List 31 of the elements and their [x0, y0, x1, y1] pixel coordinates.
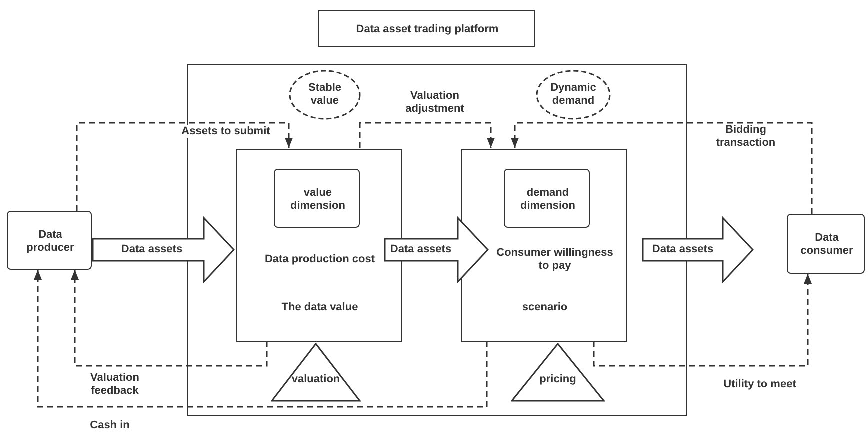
- dashed-arrow: [359, 122, 495, 148]
- triangle-shape: [511, 343, 605, 402]
- dashed-ellipse: [536, 70, 611, 120]
- dashed-arrow: [76, 122, 293, 211]
- dashed-arrow: [593, 274, 812, 367]
- node-text: pricing: [538, 374, 578, 386]
- node-text: Dynamic demand: [550, 82, 598, 108]
- triangle-shape: [271, 343, 361, 402]
- edge-label: Utility to meet: [722, 378, 798, 392]
- entity-box: [274, 169, 360, 228]
- node-text: Consumer willingness to pay: [496, 247, 614, 273]
- edge-label: Assets to submit: [180, 126, 272, 138]
- node-text: Data consumer: [800, 232, 854, 258]
- dashed-arrow: [34, 270, 488, 408]
- entity-box: [7, 211, 92, 270]
- node-text: Data production cost: [264, 254, 376, 266]
- process-box: [461, 149, 627, 342]
- dashed-arrow: [71, 270, 268, 367]
- node-text: Data producer: [26, 228, 76, 254]
- node-text: The data value: [280, 302, 360, 314]
- node-text: demand dimension: [519, 186, 576, 212]
- node-text: valuation: [290, 374, 342, 386]
- node-text: scenario: [521, 302, 569, 314]
- dashed-ellipse: [289, 70, 361, 120]
- node-text: Stable value: [307, 82, 342, 108]
- title-box: [318, 10, 535, 47]
- entity-box: [787, 214, 865, 274]
- dashed-arrow: [511, 122, 813, 214]
- node-text: Data asset trading platform: [355, 23, 500, 36]
- node-text: value dimension: [289, 186, 346, 212]
- entity-box: [504, 169, 590, 228]
